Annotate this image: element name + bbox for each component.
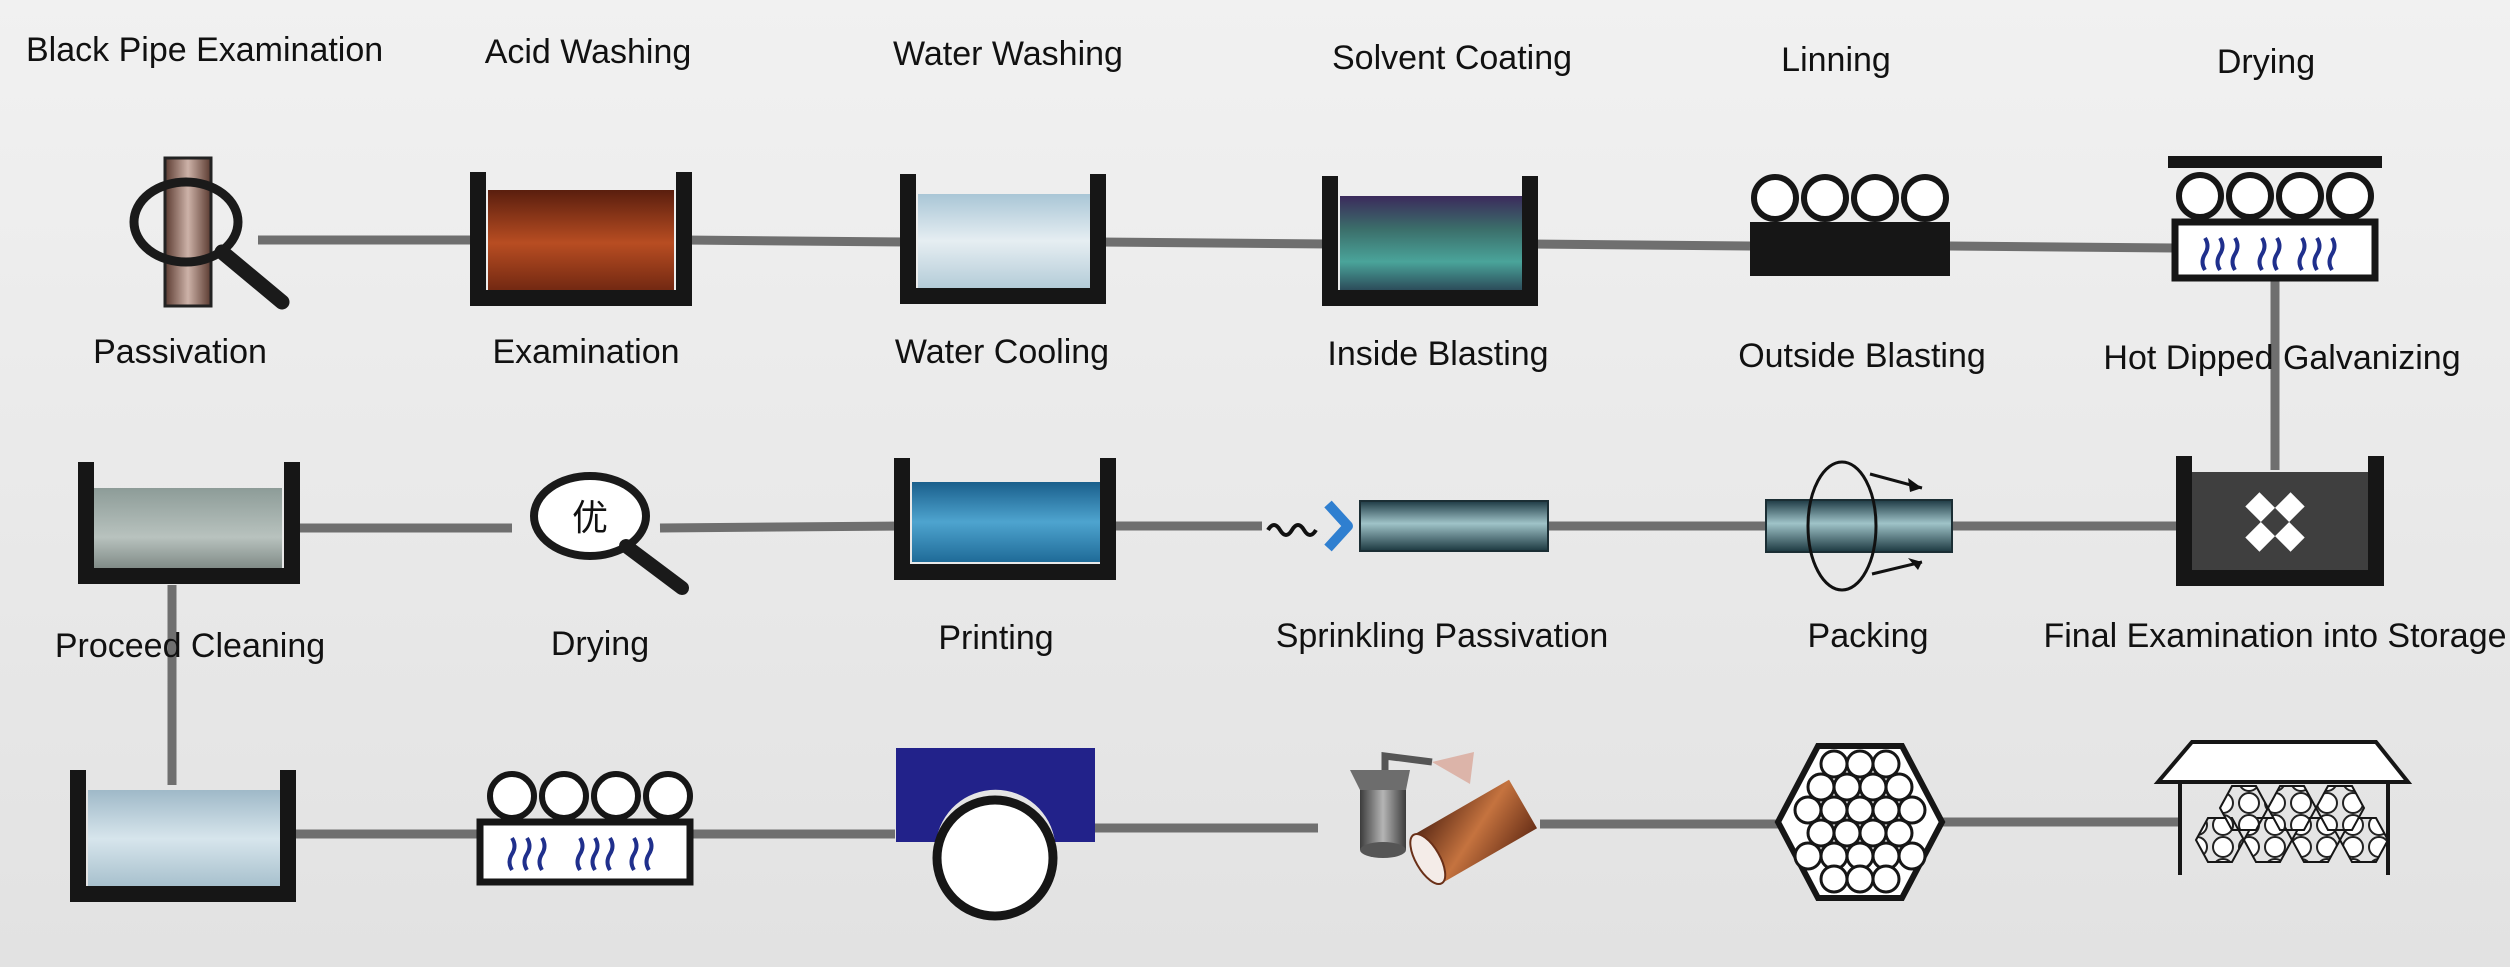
blue-tank-icon [894,458,1116,580]
step-label-examination: Examination [492,333,680,371]
acid-tank-icon [470,172,692,306]
step-label-passivation: Passivation [93,333,267,371]
quality-glyph: 优 [572,498,608,539]
step-label-sprinkling-passivation: Sprinkling Passivation [1275,617,1609,655]
connector-line [683,235,909,247]
drying-oven-pipes-icon [476,771,694,886]
printing-press-icon [896,748,1095,921]
quality-magnifier-icon: 优 [530,472,689,595]
water-tank-icon [900,174,1106,304]
step-label-black-pipe-examination: Black Pipe Examination [26,31,384,69]
solvent-tank-icon [1322,176,1538,306]
cleaning-tank-icon [78,462,300,584]
step-label-proceed-cleaning: Proceed Cleaning [54,627,326,665]
blasting-nozzle-pipe-icon [1266,500,1549,552]
step-label-packing: Packing [1807,617,1929,655]
step-label-water-washing: Water Washing [893,35,1123,73]
rotating-pipe-icon [1765,460,1953,592]
cooling-tank-icon [70,770,296,902]
connector-line [659,521,903,533]
step-label-final-examination-into-storage: Final Examination into Storage [2043,617,2507,655]
magnifier-pipe-icon [129,156,290,310]
step-label-hot-dipped-galvanizing: Hot Dipped Galvanizing [2103,339,2461,377]
step-label-printing: Printing [938,619,1054,657]
connector-line [1949,241,2176,253]
step-label-drying-2: Drying [550,625,650,663]
step-label-inside-blasting: Inside Blasting [1327,335,1549,373]
connector-line [1529,239,1751,251]
pipes-on-table-icon [1750,174,1950,276]
step-label-outside-blasting: Outside Blasting [1738,337,1986,375]
step-label-linning: Linning [1781,41,1891,79]
step-label-drying: Drying [2216,43,2316,81]
connector-line [1097,237,1331,249]
flow-connectors [167,235,2280,839]
storage-shed-icon [2153,740,2413,875]
galvanizing-tank-icon [2176,456,2384,586]
spray-gun-icon [1350,752,1538,885]
hex-bundle-icon [1774,743,1946,901]
step-label-acid-washing: Acid Washing [484,33,692,71]
step-label-water-cooling: Water Cooling [894,333,1110,371]
step-label-solvent-coating: Solvent Coating [1331,39,1573,77]
drying-oven-icon [2168,156,2382,282]
